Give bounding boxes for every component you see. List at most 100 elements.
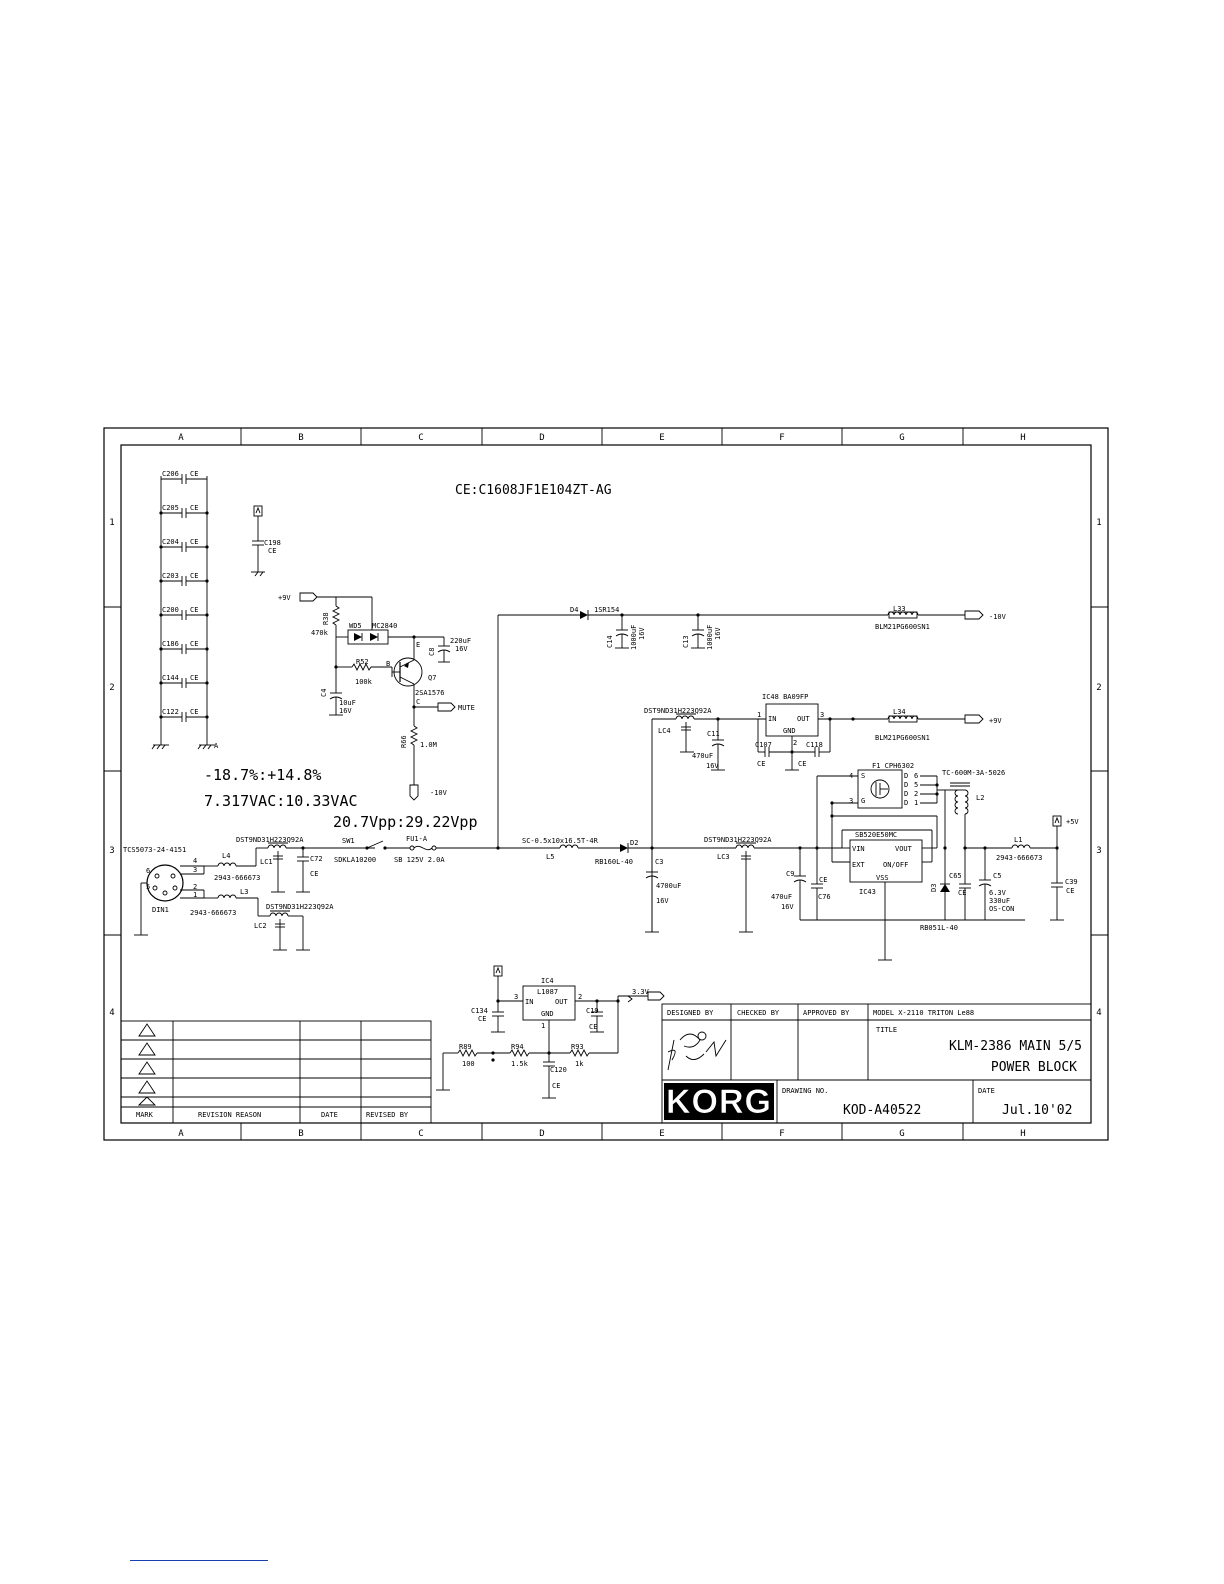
c76-ref: C76	[818, 893, 831, 901]
c107-type: CE	[757, 760, 765, 768]
grid-column-label: F	[779, 1129, 784, 1139]
ic48-pin-out: OUT	[797, 715, 810, 723]
title-block: DESIGNED BY CHECKED BY APPROVED BY MODEL…	[661, 1003, 1092, 1124]
grid-column-label: B	[298, 433, 303, 443]
mc2840-part: MC2840	[372, 622, 397, 630]
lc2-ref: LC2	[254, 922, 267, 930]
capacitor-ref: C204	[162, 538, 179, 546]
grid-row-label: 2	[109, 683, 114, 693]
ic43-vss: VSS	[876, 874, 889, 882]
plus5v-out-label: +5V	[1066, 818, 1079, 826]
grid-column-label: F	[779, 433, 784, 443]
r94-value: 1.5k	[511, 1060, 529, 1068]
out-3v3-label: 3.3V	[632, 988, 650, 996]
capacitor-ref: C186	[162, 640, 179, 648]
capacitor-ref: C122	[162, 708, 179, 716]
plus9v-supply: DST9ND31H223Q92A LC4 C11 470uF 16V IC48 …	[644, 693, 1002, 932]
c134-type: CE	[478, 1015, 486, 1023]
f1-pin-num1: 1	[914, 799, 918, 807]
c9-voltage: 16V	[781, 903, 794, 911]
c198-capacitor: C198 CE	[251, 505, 281, 577]
f1-pin-d1: D	[904, 799, 908, 807]
q7-part: 2SA1576	[415, 689, 445, 697]
c14-ref: C14	[606, 635, 614, 648]
grid-column-label: E	[659, 433, 664, 443]
title-label: TITLE	[876, 1026, 897, 1034]
analog-ground-label: A	[214, 742, 219, 750]
d4-ref: D4	[570, 606, 578, 614]
r52-value: 100k	[355, 678, 373, 686]
ic4-pin3: 3	[514, 993, 518, 1001]
q7-collector-label: C	[416, 698, 420, 706]
capacitor-type: CE	[190, 504, 198, 512]
f1-pin-s: S	[861, 772, 865, 780]
korg-logo: KORG	[664, 1083, 774, 1121]
capacitor-type: CE	[190, 606, 198, 614]
grid-row-label: 1	[1096, 518, 1101, 528]
ic4-pin-out: OUT	[555, 998, 568, 1006]
c8-ref: C8	[428, 648, 436, 656]
c11-ref: C11	[707, 730, 720, 738]
grid-row-label: 2	[1096, 683, 1101, 693]
l5-part: SC-0.5x10x16.5T-4R	[522, 837, 599, 845]
l34-part: BLM21PG600SN1	[875, 734, 930, 742]
c14-value: 1000uF	[630, 625, 638, 650]
rev-mark-header: MARK	[136, 1111, 154, 1119]
date-label: DATE	[978, 1087, 995, 1095]
plus9v-flag-label: +9V	[278, 594, 291, 602]
c120-type: CE	[552, 1082, 560, 1090]
lc4-part: DST9ND31H223Q92A	[644, 707, 712, 715]
f1-pin-num6: 6	[914, 772, 918, 780]
din-pin6: 6	[146, 867, 150, 875]
grid-row-label: 3	[1096, 846, 1101, 856]
c9-value: 470uF	[771, 893, 792, 901]
q7-base-label: B	[386, 660, 390, 668]
c72-type: CE	[310, 870, 318, 878]
l4-ref: L4	[222, 852, 230, 860]
capacitor-type: CE	[190, 572, 198, 580]
plus5v-supply: SC-0.5x10x16.5T-4R L5 D2 RB160L-40 C3 47…	[522, 762, 1079, 961]
din-pin5: 5	[146, 883, 150, 891]
title-line2: POWER BLOCK	[991, 1060, 1077, 1075]
ic43-onoff: ON/OFF	[883, 861, 908, 869]
capacitor-ref: C144	[162, 674, 179, 682]
l4-part: 2943-666673	[214, 874, 260, 882]
c5-voltage: 6.3V	[989, 889, 1007, 897]
approved-by-label: APPROVED BY	[803, 1009, 850, 1017]
c4-voltage: 16V	[339, 707, 352, 715]
grid-column-label: A	[178, 1129, 184, 1139]
vpp-annotation: 20.7Vpp:29.22Vpp	[333, 813, 478, 831]
plus9v-out-label: +9V	[989, 717, 1002, 725]
r66-value: 1.0M	[420, 741, 437, 749]
l33-part: BLM21PG600SN1	[875, 623, 930, 631]
korg-logo-text: KORG	[666, 1083, 772, 1121]
minus10v-supply: D4 1SR154 C14 1000uF 16V C13 1000uF 16V …	[497, 605, 1007, 848]
c65-ref: C65	[949, 872, 962, 880]
drawing-no-label: DRAWING NO.	[782, 1087, 828, 1095]
ic4-ref: IC4	[541, 977, 554, 985]
q7-emitter-label: E	[416, 641, 420, 649]
capacitor-type: CE	[190, 470, 198, 478]
r89-value: 100	[462, 1060, 475, 1068]
ic48-pin1: 1	[757, 711, 761, 719]
mute-circuit: +9V R38 470k WD5 MC2840 E C8 220uF 16V	[278, 592, 475, 801]
c11-value: 470uF	[692, 752, 713, 760]
ic48-pin-gnd: GND	[783, 727, 796, 735]
capacitor-type: CE	[190, 674, 198, 682]
c3-voltage: 16V	[656, 897, 669, 905]
c4-value: 10uF	[339, 699, 356, 707]
d4-part: 1SR154	[594, 606, 619, 614]
grid-row-label: 3	[109, 846, 114, 856]
decoupling-capacitor: C203 CE	[159, 572, 209, 586]
c118-ref: C118	[806, 741, 823, 749]
c19-ref: C19	[586, 1007, 599, 1015]
page-footer-rule	[130, 1560, 268, 1561]
c9-ref: C9	[786, 870, 794, 878]
grid-column-label: D	[539, 433, 544, 443]
decoupling-capacitor: C144 CE	[159, 674, 209, 688]
capacitor-ref: C203	[162, 572, 179, 580]
c39-ref: C39	[1065, 878, 1078, 886]
c13-voltage: 16V	[714, 627, 722, 640]
